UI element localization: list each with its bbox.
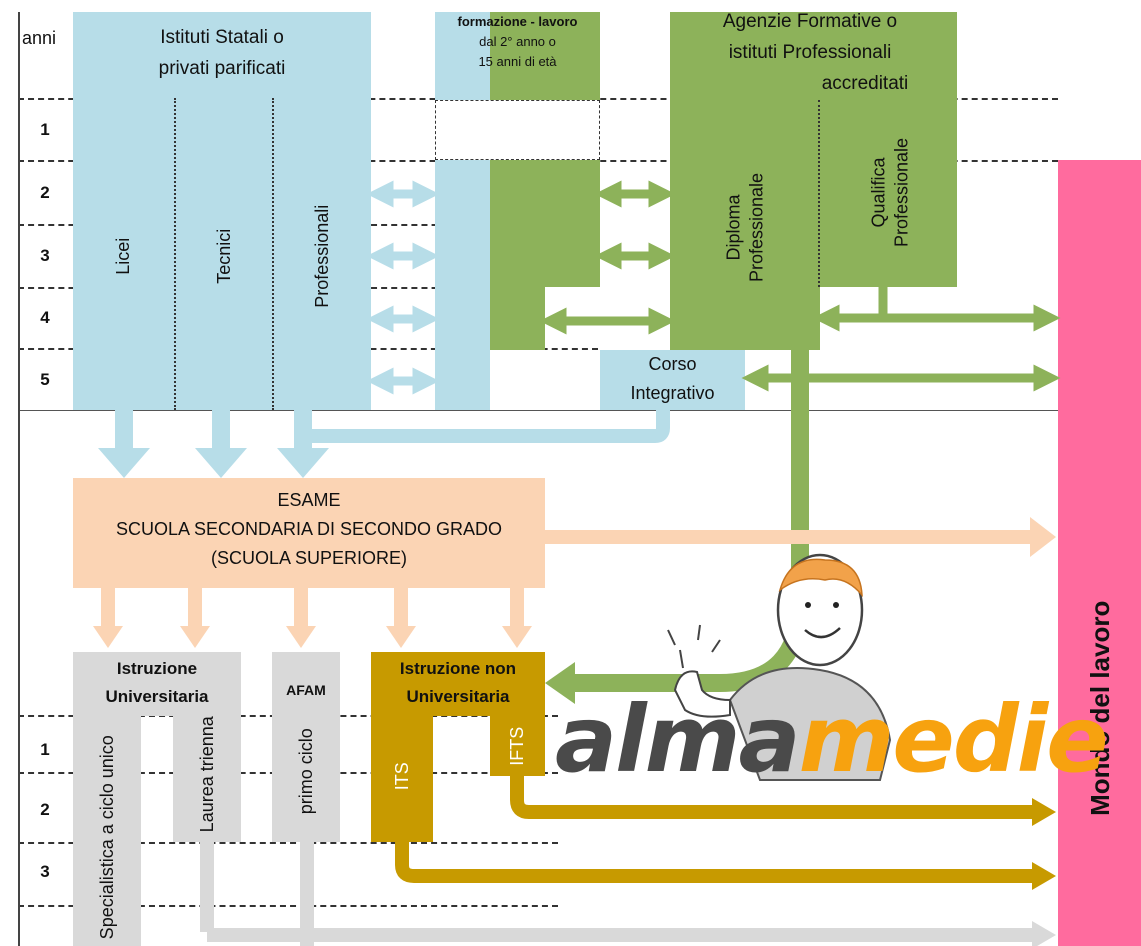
qualifica-professionale-label: Qualifica Professionale bbox=[868, 113, 913, 273]
professionali-label: Professionali bbox=[311, 204, 332, 308]
its-label: ITS bbox=[391, 762, 412, 791]
universitaria-line1: Istruzione bbox=[116, 659, 198, 678]
esame-box: ESAME SCUOLA SECONDARIA DI SECONDO GRADO… bbox=[73, 478, 545, 588]
formazione-green-col bbox=[490, 160, 545, 350]
logo-part1: alma bbox=[555, 686, 801, 793]
specialistica-clip: Specialistica a ciclo unico bbox=[73, 716, 141, 946]
formazione-title-line3: 15 anni di età bbox=[478, 54, 557, 69]
non-univ-line2: Universitaria bbox=[406, 687, 510, 706]
esame-line2: SCUOLA SECONDARIA DI SECONDO GRADO bbox=[115, 519, 503, 539]
agenzie-block bbox=[670, 12, 820, 350]
non-universitaria-title: Istruzione non Universitaria bbox=[371, 655, 545, 711]
agenzie-title-line1: Agenzie Formative o bbox=[722, 11, 898, 32]
corso-integrativo-box: Corso Integrativo bbox=[600, 350, 745, 410]
left-border bbox=[18, 12, 20, 946]
esame-line3: (SCUOLA SUPERIORE) bbox=[210, 548, 408, 568]
qualifica-line1: Qualifica bbox=[868, 157, 889, 228]
agenzie-title-line2: istituti Professionali bbox=[728, 42, 892, 63]
istituti-statali-title-line1: Istituti Statali o bbox=[160, 27, 284, 48]
ifts-label: IFTS bbox=[506, 726, 527, 766]
istituti-statali-block bbox=[73, 12, 371, 410]
universitaria-line2: Universitaria bbox=[105, 687, 209, 706]
formazione-white-row bbox=[435, 100, 600, 160]
grey-arrow bbox=[200, 842, 1035, 942]
istituti-statali-title-line2: privati parificati bbox=[158, 58, 286, 79]
formazione-title-line1: formazione - lavoro bbox=[457, 14, 578, 29]
formazione-blue-strip bbox=[435, 12, 490, 410]
esame-line1: ESAME bbox=[277, 490, 341, 510]
triennale-col bbox=[173, 716, 241, 842]
year-label: 2 bbox=[40, 800, 50, 819]
blue-down-arrows bbox=[98, 410, 329, 478]
diploma-professionale-label: Diploma Professionale bbox=[723, 148, 768, 308]
non-universitaria-header bbox=[371, 652, 545, 716]
tecnici-label: Tecnici bbox=[213, 228, 234, 284]
specialistica-col bbox=[73, 716, 141, 946]
agenzie-block-right bbox=[820, 12, 957, 287]
year-label: 4 bbox=[40, 308, 50, 327]
formazione-title-line2: dal 2° anno o bbox=[479, 34, 556, 49]
year-label: 1 bbox=[40, 740, 50, 759]
formazione-title: formazione - lavoro dal 2° anno o 15 ann… bbox=[430, 12, 605, 72]
corso-line2: Integrativo bbox=[630, 383, 715, 403]
specialistica-label: Specialistica a ciclo unico bbox=[96, 735, 117, 940]
primo-ciclo-label: primo ciclo bbox=[295, 728, 316, 815]
afam-title: AFAM bbox=[286, 682, 326, 698]
diploma-line1: Diploma bbox=[723, 194, 744, 261]
year-label: 1 bbox=[40, 120, 50, 139]
column-divider bbox=[818, 100, 820, 287]
row-separator bbox=[18, 410, 1058, 411]
year-label: 3 bbox=[40, 246, 50, 265]
its-col bbox=[371, 716, 433, 842]
non-univ-line1: Istruzione non bbox=[399, 659, 517, 678]
corso-line1: Corso bbox=[648, 354, 697, 374]
its-arrow bbox=[395, 842, 1035, 883]
agenzie-title: Agenzie Formative o istituti Professiona… bbox=[640, 6, 980, 99]
almamedie-logo: almamedie bbox=[555, 690, 1109, 790]
year-label: 3 bbox=[40, 862, 50, 881]
qualifica-line2: Professionale bbox=[891, 137, 911, 248]
ifts-col bbox=[490, 716, 545, 776]
mondo-del-lavoro-box bbox=[1058, 160, 1141, 946]
year-label: 2 bbox=[40, 183, 50, 202]
anni-label: anni bbox=[22, 28, 57, 48]
agenzie-title-line3: accreditati bbox=[821, 73, 909, 94]
triennale-clip: Laurea triennale bbox=[173, 716, 241, 842]
logo-part2: medie bbox=[798, 686, 1109, 793]
column-divider bbox=[272, 98, 274, 410]
column-divider bbox=[174, 98, 176, 410]
istituti-statali-title: Istituti Statali o privati parificati bbox=[73, 22, 371, 84]
licei-label: Licei bbox=[112, 237, 133, 275]
year-label: 5 bbox=[40, 370, 50, 389]
formazione-green-col2 bbox=[545, 160, 600, 287]
blue-connector bbox=[303, 410, 670, 443]
formazione-green-top bbox=[490, 12, 600, 100]
afam-box bbox=[272, 652, 340, 842]
diploma-line2: Professionale bbox=[746, 172, 766, 283]
triennale-label: Laurea triennale bbox=[196, 716, 217, 833]
universitaria-header: Istruzione Universitaria bbox=[73, 652, 241, 716]
